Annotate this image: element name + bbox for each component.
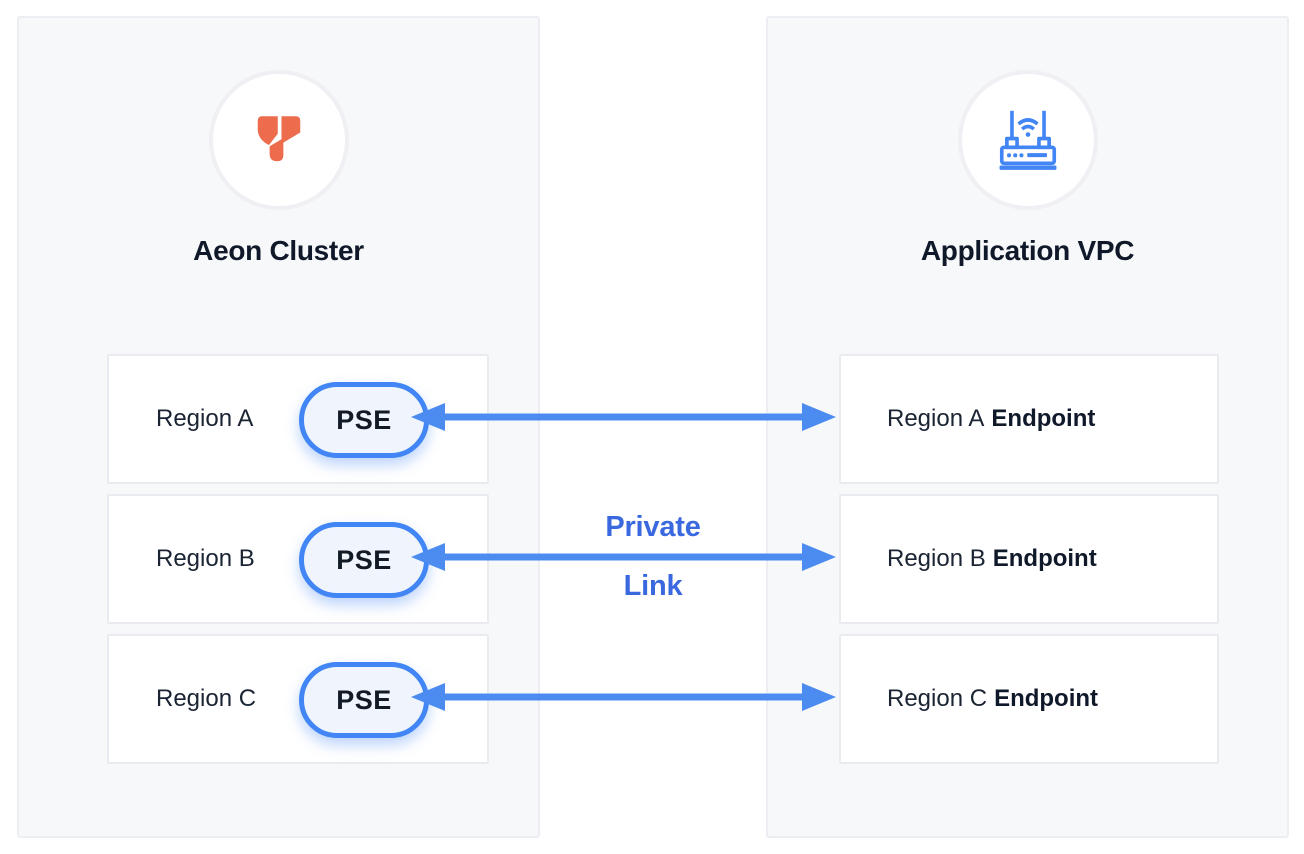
region-a-endpoint-region: Region A <box>887 405 985 432</box>
region-a-endpoint-word: Endpoint <box>991 405 1096 432</box>
region-a-pse-pill: PSE <box>299 382 429 458</box>
region-c-label: Region C <box>156 685 257 712</box>
panel-title-application-vpc: Application VPC <box>920 235 1135 266</box>
private-link-label-line2: Link <box>623 570 683 602</box>
aeon-logo-icon <box>257 116 300 162</box>
region-b-pse-pill: PSE <box>299 522 429 598</box>
region-b-label: Region B <box>156 545 255 572</box>
region-a-label: Region A <box>156 405 254 432</box>
aeon-cluster-panel: Aeon Cluster Region A PSE Region B PSE R… <box>17 16 540 838</box>
panel-title-aeon-cluster: Aeon Cluster <box>193 235 364 266</box>
router-icon <box>999 110 1056 170</box>
region-b-endpoint-region: Region B <box>887 545 986 572</box>
private-link-arrow-region-a <box>411 403 836 431</box>
region-c-endpoint-region: Region C <box>887 685 988 712</box>
region-b-endpoint-word: Endpoint <box>992 545 1097 572</box>
aeon-logo-badge <box>208 70 349 210</box>
private-link-arrow-region-c <box>411 683 836 711</box>
private-link-arrow-region-b <box>411 543 836 571</box>
region-a-pse-box: Region A PSE <box>107 354 489 484</box>
region-c-endpoint-word: Endpoint <box>994 685 1099 712</box>
private-link-label-line1: Private <box>605 511 701 543</box>
router-badge <box>957 70 1098 210</box>
